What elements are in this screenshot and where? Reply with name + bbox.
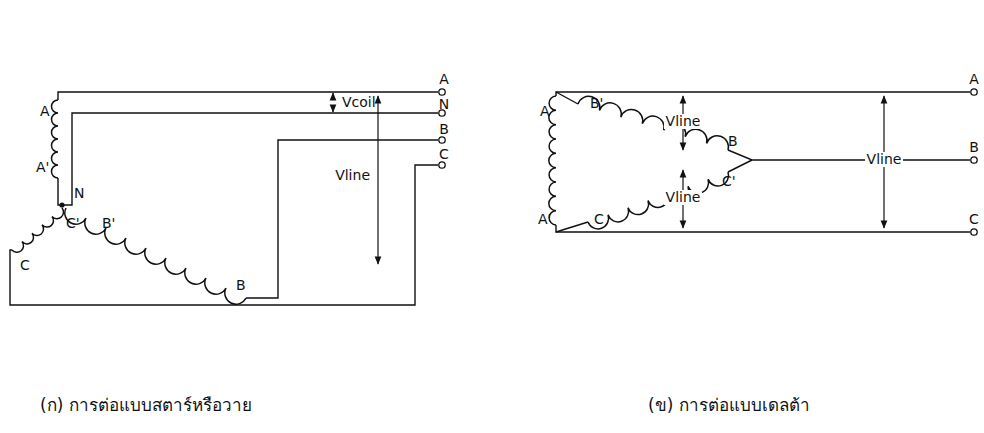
coil	[12, 208, 64, 252]
sub-caption: (ข) การต่อแบบเดลต้า	[648, 396, 810, 415]
terminal-label: B	[439, 122, 449, 137]
voltage-label: Vcoil	[342, 95, 376, 110]
coil-end-label: B'	[102, 216, 115, 231]
terminal-label: A	[439, 72, 449, 87]
terminal-label: N	[439, 97, 449, 112]
wire-b-delta	[728, 150, 970, 160]
coil-end-label: B	[728, 134, 738, 149]
terminal-label: B	[969, 140, 979, 155]
coil-end-label: A'	[538, 212, 551, 227]
wire-c-delta	[556, 225, 970, 232]
coil-end-label: A	[40, 104, 50, 119]
voltage-arrows	[333, 93, 884, 264]
voltage-label: Vline	[865, 152, 904, 167]
neutral-dot	[59, 202, 64, 207]
neutral-label: N	[74, 186, 84, 201]
coil-windings	[12, 96, 729, 304]
voltage-label: Vline	[664, 190, 703, 205]
wire-c-end	[556, 222, 588, 232]
wire-c-prime	[728, 160, 752, 172]
wire-n	[62, 113, 438, 205]
coil-end-label: A	[540, 104, 550, 119]
terminal-label: C	[439, 147, 449, 162]
coil-end-label: C'	[722, 174, 736, 189]
wire-b-prime	[556, 92, 578, 104]
wire-a	[58, 92, 438, 100]
voltage-label: Vline	[664, 114, 703, 129]
sub-caption: (ก) การต่อแบบสตาร์หรือวาย	[40, 396, 252, 415]
coil	[578, 96, 728, 150]
wire-a-delta	[556, 92, 970, 96]
voltage-label: Vline	[333, 168, 372, 183]
terminal-label: C	[969, 212, 979, 227]
coil-end-label: C	[20, 258, 30, 273]
coil-end-label: A'	[36, 160, 49, 175]
wires	[10, 92, 970, 305]
coil-end-label: B'	[590, 96, 603, 111]
coil	[65, 208, 246, 304]
wire-a-n	[58, 178, 62, 205]
coil-end-label: B	[236, 278, 246, 293]
coil-end-label: C	[594, 212, 604, 227]
wire-b	[246, 140, 438, 298]
coil	[588, 172, 729, 229]
coil	[549, 96, 556, 225]
terminals	[439, 89, 977, 235]
wire-c	[10, 165, 438, 305]
coil-end-label: C'	[66, 216, 80, 231]
terminal-label: A	[969, 72, 979, 87]
coil	[52, 100, 58, 178]
